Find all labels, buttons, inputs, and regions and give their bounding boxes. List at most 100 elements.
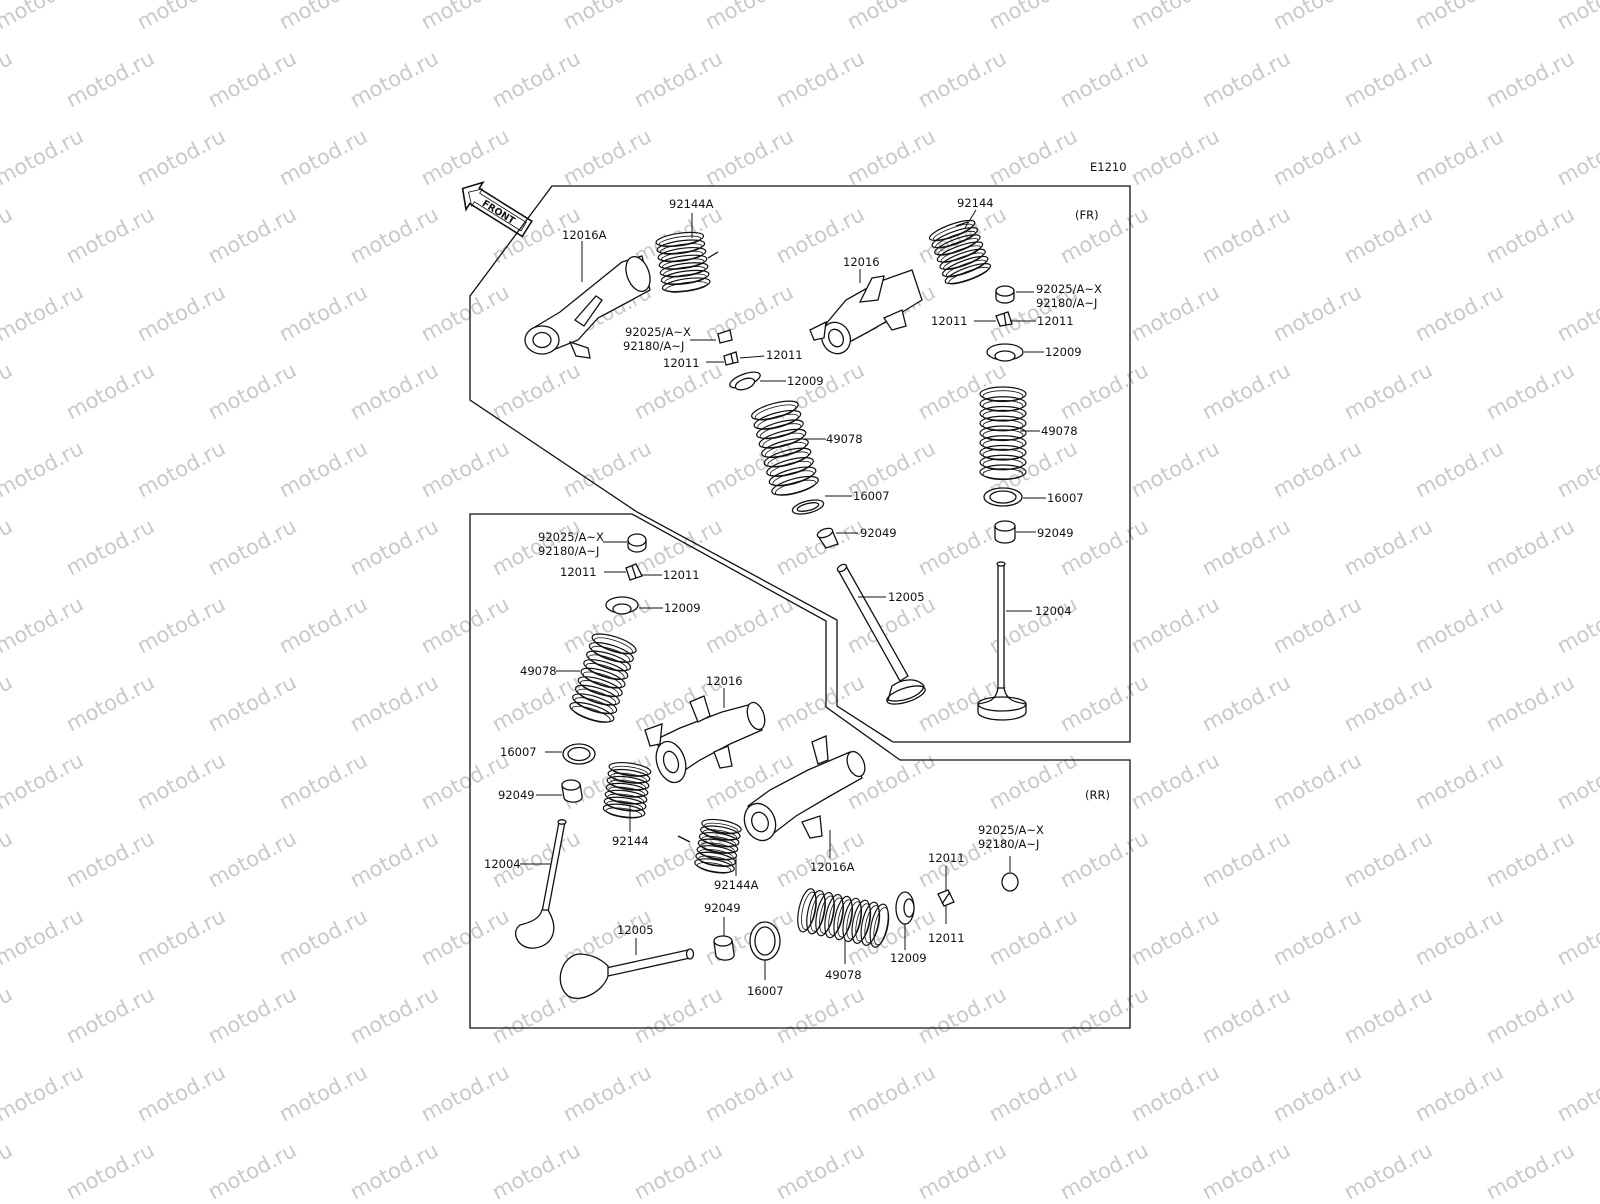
seal-92049-rear-bottom — [713, 935, 735, 961]
watermark-text: motod.ru — [1198, 982, 1294, 1048]
watermark-text: motod.ru — [985, 748, 1081, 814]
watermark-text: motod.ru — [1553, 904, 1600, 970]
watermark-text: motod.ru — [1482, 514, 1578, 580]
watermark-text: motod.ru — [346, 202, 442, 268]
part-label-rr-l-12011b: 12011 — [663, 568, 700, 582]
watermark-text: motod.ru — [1198, 46, 1294, 112]
watermark-text: motod.ru — [1553, 592, 1600, 658]
part-label-fr-92144a: 92144A — [669, 197, 714, 211]
collet-12011-rear-bottom — [937, 889, 955, 907]
diagram-code: E1210 — [1090, 160, 1127, 174]
watermark-text: motod.ru — [1340, 46, 1436, 112]
watermark-text: motod.ru — [1269, 904, 1365, 970]
watermark-text: motod.ru — [1056, 1138, 1152, 1200]
rocker-arm-12016a-rear — [743, 735, 866, 842]
spring-49078-rear-left — [569, 633, 637, 723]
valve-12005-rear — [559, 948, 695, 999]
watermark-text: motod.ru — [985, 0, 1081, 34]
watermark-text: motod.ru — [701, 0, 797, 34]
watermark-text: motod.ru — [133, 1060, 229, 1126]
part-label-rr-l-12005: 12005 — [617, 923, 654, 937]
rear-section-label: (RR) — [1085, 788, 1110, 802]
watermark-text: motod.ru — [0, 436, 87, 502]
retainer-12009-rear-left — [605, 596, 639, 615]
watermark-text: motod.ru — [1340, 202, 1436, 268]
watermark-text: motod.ru — [275, 592, 371, 658]
watermark-text: motod.ru — [630, 1138, 726, 1200]
watermark-text: motod.ru — [1553, 1060, 1600, 1126]
watermark-text: motod.ru — [1482, 982, 1578, 1048]
watermark-text: motod.ru — [346, 670, 442, 736]
rocker-arm-12016a-front — [524, 255, 651, 359]
watermark-text: motod.ru — [1056, 514, 1152, 580]
watermark-text: motod.ru — [1482, 670, 1578, 736]
part-label-fr-r-92025: 92025/A~X — [1036, 282, 1102, 296]
watermark-text: motod.ru — [1411, 1060, 1507, 1126]
part-label-fr-l-92025: 92025/A~X — [625, 325, 691, 339]
watermark-text: motod.ru — [488, 1138, 584, 1200]
watermark-text: motod.ru — [204, 358, 300, 424]
part-label-fr-92144: 92144 — [957, 196, 994, 210]
watermark-text: motod.ru — [772, 514, 868, 580]
watermark-text: motod.ru — [275, 436, 371, 502]
watermark-text: motod.ru — [204, 46, 300, 112]
watermark-text: motod.ru — [488, 46, 584, 112]
watermark-text: motod.ru — [1411, 280, 1507, 346]
watermark-text: motod.ru — [1269, 0, 1365, 34]
watermark-text: motod.ru — [62, 46, 158, 112]
watermark-text: motod.ru — [630, 982, 726, 1048]
watermark-text: motod.ru — [417, 280, 513, 346]
watermark-text: motod.ru — [488, 358, 584, 424]
watermark-text: motod.ru — [1340, 1138, 1436, 1200]
part-label-fr-l-12011b: 12011 — [766, 348, 803, 362]
cotter-92025-rear-left — [627, 533, 647, 553]
part-label-rr-b-12011b: 12011 — [928, 931, 965, 945]
watermark-text: motod.ru — [275, 280, 371, 346]
watermark-text: motod.ru — [417, 748, 513, 814]
part-label-rr-l-92180: 92180/A~J — [538, 544, 599, 558]
watermark-text: motod.ru — [701, 280, 797, 346]
part-label-rr-12016: 12016 — [706, 674, 743, 688]
collet-12011-front-right — [995, 311, 1013, 327]
watermark-text: motod.ru — [0, 748, 87, 814]
part-label-rr-r-92025: 92025/A~X — [978, 823, 1044, 837]
watermark-text: motod.ru — [346, 514, 442, 580]
part-label-rr-l-92049: 92049 — [498, 788, 535, 802]
watermark-text: motod.ru — [1198, 514, 1294, 580]
watermark-text: motod.ru — [204, 982, 300, 1048]
part-label-rr-92144a: 92144A — [714, 878, 759, 892]
watermark-text: motod.ru — [1340, 514, 1436, 580]
watermark-text: motod.ru — [1127, 592, 1223, 658]
watermark-text: motod.ru — [1482, 1138, 1578, 1200]
part-label-fr-l-92049: 92049 — [860, 526, 897, 540]
watermark-text: motod.ru — [1269, 592, 1365, 658]
part-label-rr-l-16007: 16007 — [500, 745, 537, 759]
washer-16007-rear-left — [562, 743, 596, 765]
watermark-text: motod.ru — [1127, 124, 1223, 190]
part-label-fr-l-92180: 92180/A~J — [623, 339, 684, 353]
watermark-text: motod.ru — [1056, 670, 1152, 736]
watermark-text: motod.ru — [0, 0, 87, 34]
watermark-text: motod.ru — [1482, 358, 1578, 424]
watermark-text: motod.ru — [275, 1060, 371, 1126]
part-label-fr-l-12005: 12005 — [888, 590, 925, 604]
collet-12011-rear-left — [625, 563, 643, 581]
watermark-text: motod.ru — [346, 826, 442, 892]
watermark-text: motod.ru — [772, 982, 868, 1048]
watermark-text: motod.ru — [1198, 202, 1294, 268]
watermark-text: motod.ru — [1482, 46, 1578, 112]
part-label-rr-l-12004: 12004 — [484, 857, 521, 871]
watermark-text: motod.ru — [0, 46, 16, 112]
spring-92144a-front-tail — [707, 251, 719, 259]
watermark-text: motod.ru — [204, 826, 300, 892]
watermark-text: motod.ru — [0, 280, 87, 346]
rocker-arm-12016-rear — [644, 695, 766, 784]
valve-12005-front — [836, 563, 926, 705]
watermark-text: motod.ru — [559, 124, 655, 190]
watermark-text: motod.ru — [417, 592, 513, 658]
watermark-text: motod.ru — [0, 592, 87, 658]
part-label-fr-12016a: 12016A — [562, 228, 607, 242]
spring-92144-front-tail — [955, 221, 969, 227]
part-label-fr-r-12011b: 12011 — [1037, 314, 1074, 328]
leader-lines — [520, 209, 1046, 980]
